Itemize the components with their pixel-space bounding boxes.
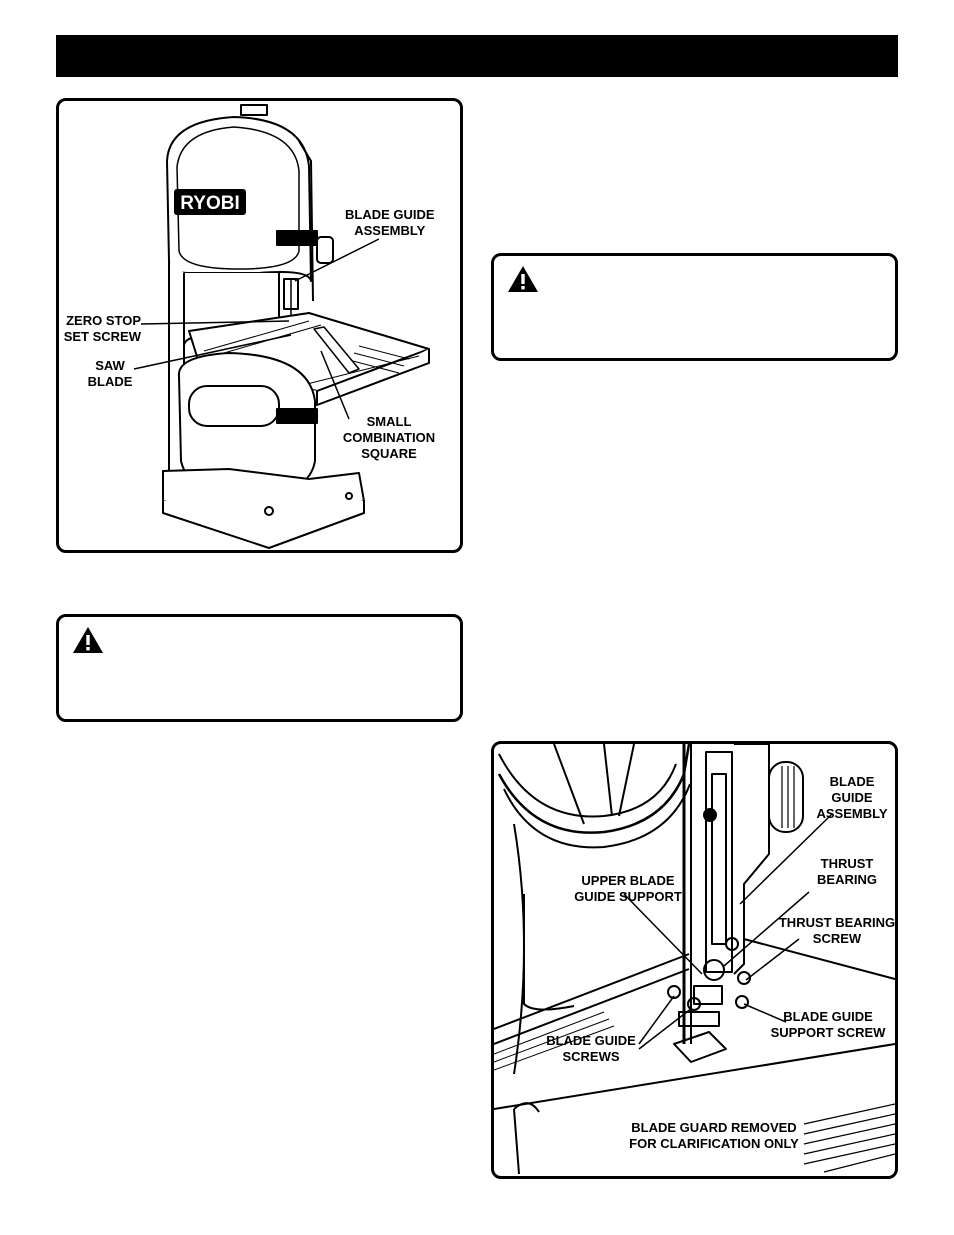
label-small-combination-square: SMALL COMBINATION SQUARE xyxy=(342,414,436,461)
label-blade-guide-support-screw: BLADE GUIDE SUPPORT SCREW xyxy=(770,1009,886,1040)
bandsaw-illustration: RYOBI xyxy=(133,104,430,549)
label-blade-guide-assembly: BLADE GUIDE ASSEMBLY xyxy=(345,207,435,238)
label-zero-stop-set-screw: ZERO STOP SET SCREW xyxy=(63,313,141,344)
label-saw-blade: SAW BLADE xyxy=(87,358,133,389)
warning-box-left xyxy=(56,614,463,722)
blade-guide-illustration xyxy=(494,744,895,1175)
warning-triangle-icon xyxy=(508,266,538,292)
label-thrust-bearing: THRUST BEARING xyxy=(817,856,877,887)
svg-text:RYOBI: RYOBI xyxy=(180,193,239,214)
label-blade-guide-screws: BLADE GUIDE SCREWS xyxy=(546,1033,636,1064)
warning-box-right xyxy=(491,253,898,361)
figure-blade-guide-detail: BLADE GUIDE ASSEMBLY THRUST BEARING UPPE… xyxy=(491,741,898,1179)
figure-bandsaw-square: RYOBI BLADE GUIDE ASSEMBLY ZERO STOP SET… xyxy=(56,98,463,553)
label-blade-guide-assembly-detail: BLADE GUIDE ASSEMBLY xyxy=(816,774,888,821)
label-upper-blade-guide-support: UPPER BLADE GUIDE SUPPORT xyxy=(574,873,682,904)
page-header-bar xyxy=(56,35,898,77)
label-thrust-bearing-screw: THRUST BEARING SCREW xyxy=(778,915,896,946)
label-blade-guard-removed: BLADE GUARD REMOVED FOR CLARIFICATION ON… xyxy=(629,1120,799,1151)
ryobi-logo: RYOBI xyxy=(174,189,246,215)
warning-triangle-icon xyxy=(73,627,103,653)
